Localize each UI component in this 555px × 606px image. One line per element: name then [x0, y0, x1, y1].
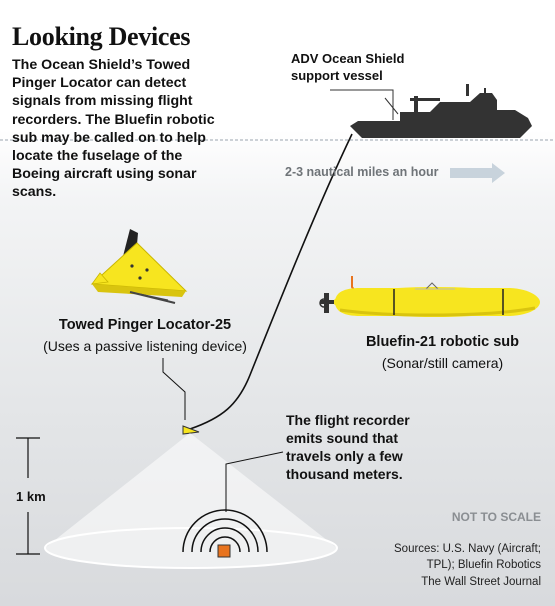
intro-text: The Ocean Shield’s Towed Pinger Locator … — [12, 57, 215, 201]
vessel-leader-line — [330, 89, 394, 120]
vessel-role: support vessel — [291, 68, 383, 83]
depth-label: 1 km — [16, 489, 46, 504]
speed-arrow — [450, 163, 505, 183]
pinger-leader-line — [162, 358, 186, 420]
vessel-name: ADV Ocean Shield — [291, 51, 405, 66]
sub-description: (Sonar/still camera) — [381, 355, 504, 371]
sound-waves-icon — [182, 509, 268, 553]
pinger-description: (Uses a passive listening device) — [43, 338, 247, 354]
pinger-name: Towed Pinger Locator-25 — [58, 317, 232, 333]
tow-cable — [189, 133, 353, 430]
robotic-sub-icon — [319, 276, 540, 317]
recorder-callout: The flight recorder emits sound that tra… — [286, 412, 410, 482]
credit-line: The Wall Street Journal — [421, 576, 541, 588]
flight-recorder-icon — [217, 544, 231, 558]
ship-icon — [350, 84, 532, 138]
pinger-locator-icon — [90, 229, 188, 304]
recorder-leader-line — [225, 451, 284, 512]
towed-pinger-marker — [182, 425, 200, 435]
vessel-label: ADV Ocean Shield support vessel — [291, 50, 404, 84]
depth-scale-bar — [16, 437, 40, 555]
sub-name: Bluefin-21 robotic sub — [365, 334, 520, 350]
title: Looking Devices — [12, 22, 191, 51]
sources-note: Sources: U.S. Navy (Aircraft; TPL); Blue… — [394, 543, 541, 571]
speed-label: 2-3 nautical miles an hour — [285, 165, 439, 179]
scale-note: NOT TO SCALE — [451, 510, 541, 524]
